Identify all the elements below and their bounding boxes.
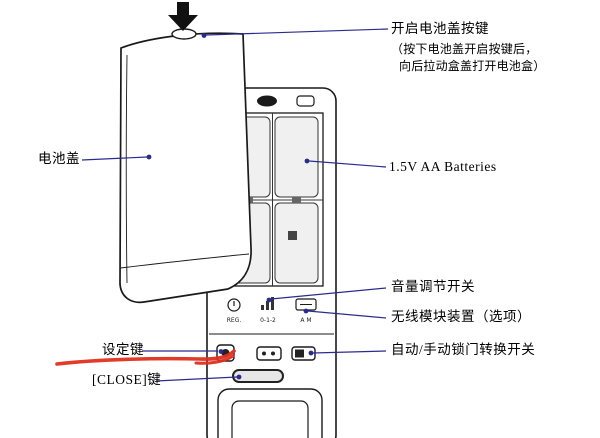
label-wireless-module: 无线模块装置（选项） [391,309,531,324]
battery-aa [274,116,319,198]
battery-compartment-clip [288,231,297,240]
callout-dot [266,297,272,303]
battery-cover-outline [119,32,252,304]
label-open-button-note-line2: 向后拉动盒盖打开电池盒） [399,59,546,73]
battery-cover-shape [119,28,252,304]
callout-dot [201,33,207,38]
reg-marking: REG. [227,317,242,324]
leader-line [81,156,148,161]
label-auto-manual-switch: 自动/手动锁门转换开关 [391,342,536,357]
leader-line [312,350,387,354]
leader-line [307,310,387,319]
label-open-button-note-line1: （按下电池盖开启按键后， [391,42,538,56]
red-underline-mark [55,349,236,366]
label-setting-key: 设定键 [102,342,144,357]
battery-terminal [292,197,301,203]
battery-cover-release-button [257,95,277,107]
auto-manual-slider [295,349,304,358]
close-key-bar [232,369,284,383]
leader-line [155,376,238,382]
label-volume-switch: 音量调节开关 [391,279,475,294]
leader-line [270,287,387,300]
callout-dot [146,154,152,160]
battery-cover-fold-line [119,253,250,269]
label-battery-cover: 电池盖 [38,151,80,166]
center-button-dot [271,351,275,356]
callout-dot [303,308,309,314]
battery-cover-edge-line [125,54,128,284]
keypad-inner-panel [231,400,309,438]
auto-manual-marking: A M [300,317,311,324]
label-close-key: [CLOSE]键 [92,372,162,387]
callout-dot [308,350,314,356]
control-band: REG. 0-1-2 A M [209,297,334,335]
center-button [256,346,282,361]
label-batteries: 1.5V AA Batteries [389,159,497,174]
callout-dot [236,374,242,380]
volume-bar-mid [266,301,269,310]
press-down-arrow-icon [168,2,198,31]
callout-dot [218,349,224,354]
center-button-dot [262,351,266,356]
callout-leaders [81,28,389,382]
volume-switch-control [261,297,274,310]
red-underline-stroke [55,349,236,366]
leader-line [308,160,387,168]
volume-bar-low [261,305,264,310]
callout-dot [304,158,310,164]
top-indicator-slot [296,95,315,107]
leader-line [205,28,389,36]
red-underline-stroke [194,354,235,365]
volume-bar-high [271,297,274,310]
label-open-battery-cover-button: 开启电池盖按键 [391,21,489,36]
battery-aa [274,202,319,284]
volume-marking: 0-1-2 [260,317,276,324]
cover-release-notch [171,28,197,40]
